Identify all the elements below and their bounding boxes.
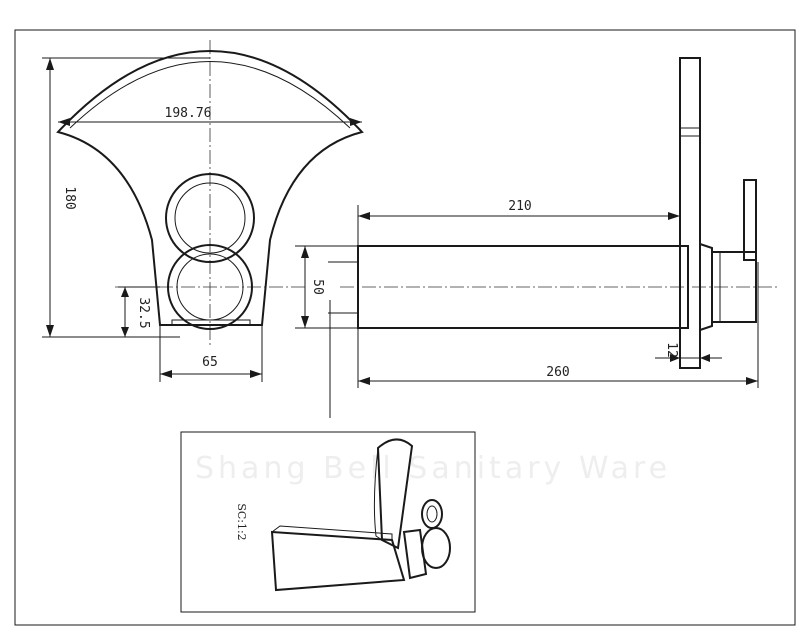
side-view: 210 50 260 12 — [295, 57, 778, 418]
dim-top-width: 198.76 — [165, 106, 212, 121]
iso-wall-plate — [376, 438, 414, 550]
front-view: 198.76 180 32.5 65 — [42, 40, 364, 382]
wall-plate — [679, 57, 701, 369]
dim-total-length: 260 — [546, 365, 569, 380]
inset-view: Shang Bell Sanitary Ware SC:1:2 — [180, 431, 671, 613]
dim-pipe-diameter: 50 — [310, 279, 325, 295]
dim-offset-arrow-top — [121, 287, 129, 297]
iso-spout-front — [270, 530, 406, 592]
cartridge-outer — [167, 244, 253, 330]
dim-spout-length: 210 — [508, 199, 531, 214]
dim-total-arrow-left — [358, 377, 370, 385]
iso-spout-top — [271, 525, 393, 540]
valve-cap — [711, 251, 757, 323]
dim-spout-arrow-left — [358, 212, 370, 220]
dim-base-arrow-left — [160, 370, 172, 378]
iso-valve-body — [402, 528, 428, 580]
watermark-text: Shang Bell Sanitary Ware — [195, 451, 671, 486]
dim-height: 180 — [62, 186, 77, 209]
cartridge-inner — [176, 253, 244, 321]
spout-pipe — [357, 245, 689, 329]
drawing-border — [14, 29, 796, 626]
dim-height-arrow-bottom — [46, 325, 54, 337]
dim-offset: 32.5 — [136, 297, 151, 328]
dim-offset-arrow-bottom — [121, 327, 129, 337]
dim-plate-arrow-left — [670, 354, 680, 362]
dim-top-width-arrow-left — [58, 118, 70, 126]
iso-handle-ring-outer — [421, 499, 443, 529]
scale-label: SC:1:2 — [235, 503, 248, 540]
dim-plate-thickness: 12 — [664, 342, 679, 358]
dim-base-width: 65 — [202, 355, 218, 370]
dim-height-arrow-top — [46, 58, 54, 70]
handle-ring-inner — [174, 182, 246, 254]
inset-frame — [180, 431, 476, 613]
handle-lever — [743, 179, 757, 261]
iso-wall-plate-side — [373, 447, 383, 541]
dim-total-arrow-right — [746, 377, 758, 385]
dim-diameter-arrow-top — [301, 246, 309, 258]
dim-base-arrow-right — [250, 370, 262, 378]
iso-handle-ring-inner — [426, 505, 438, 523]
dim-top-width-arrow-right — [350, 118, 362, 126]
dim-plate-arrow-right — [700, 354, 710, 362]
faucet-body-inner-edge — [69, 61, 351, 129]
iso-valve-cap — [421, 527, 451, 569]
faucet-body-outline — [56, 50, 364, 326]
dim-spout-arrow-right — [668, 212, 680, 220]
handle-ring-outer — [165, 173, 255, 263]
dim-diameter-arrow-bottom — [301, 316, 309, 328]
